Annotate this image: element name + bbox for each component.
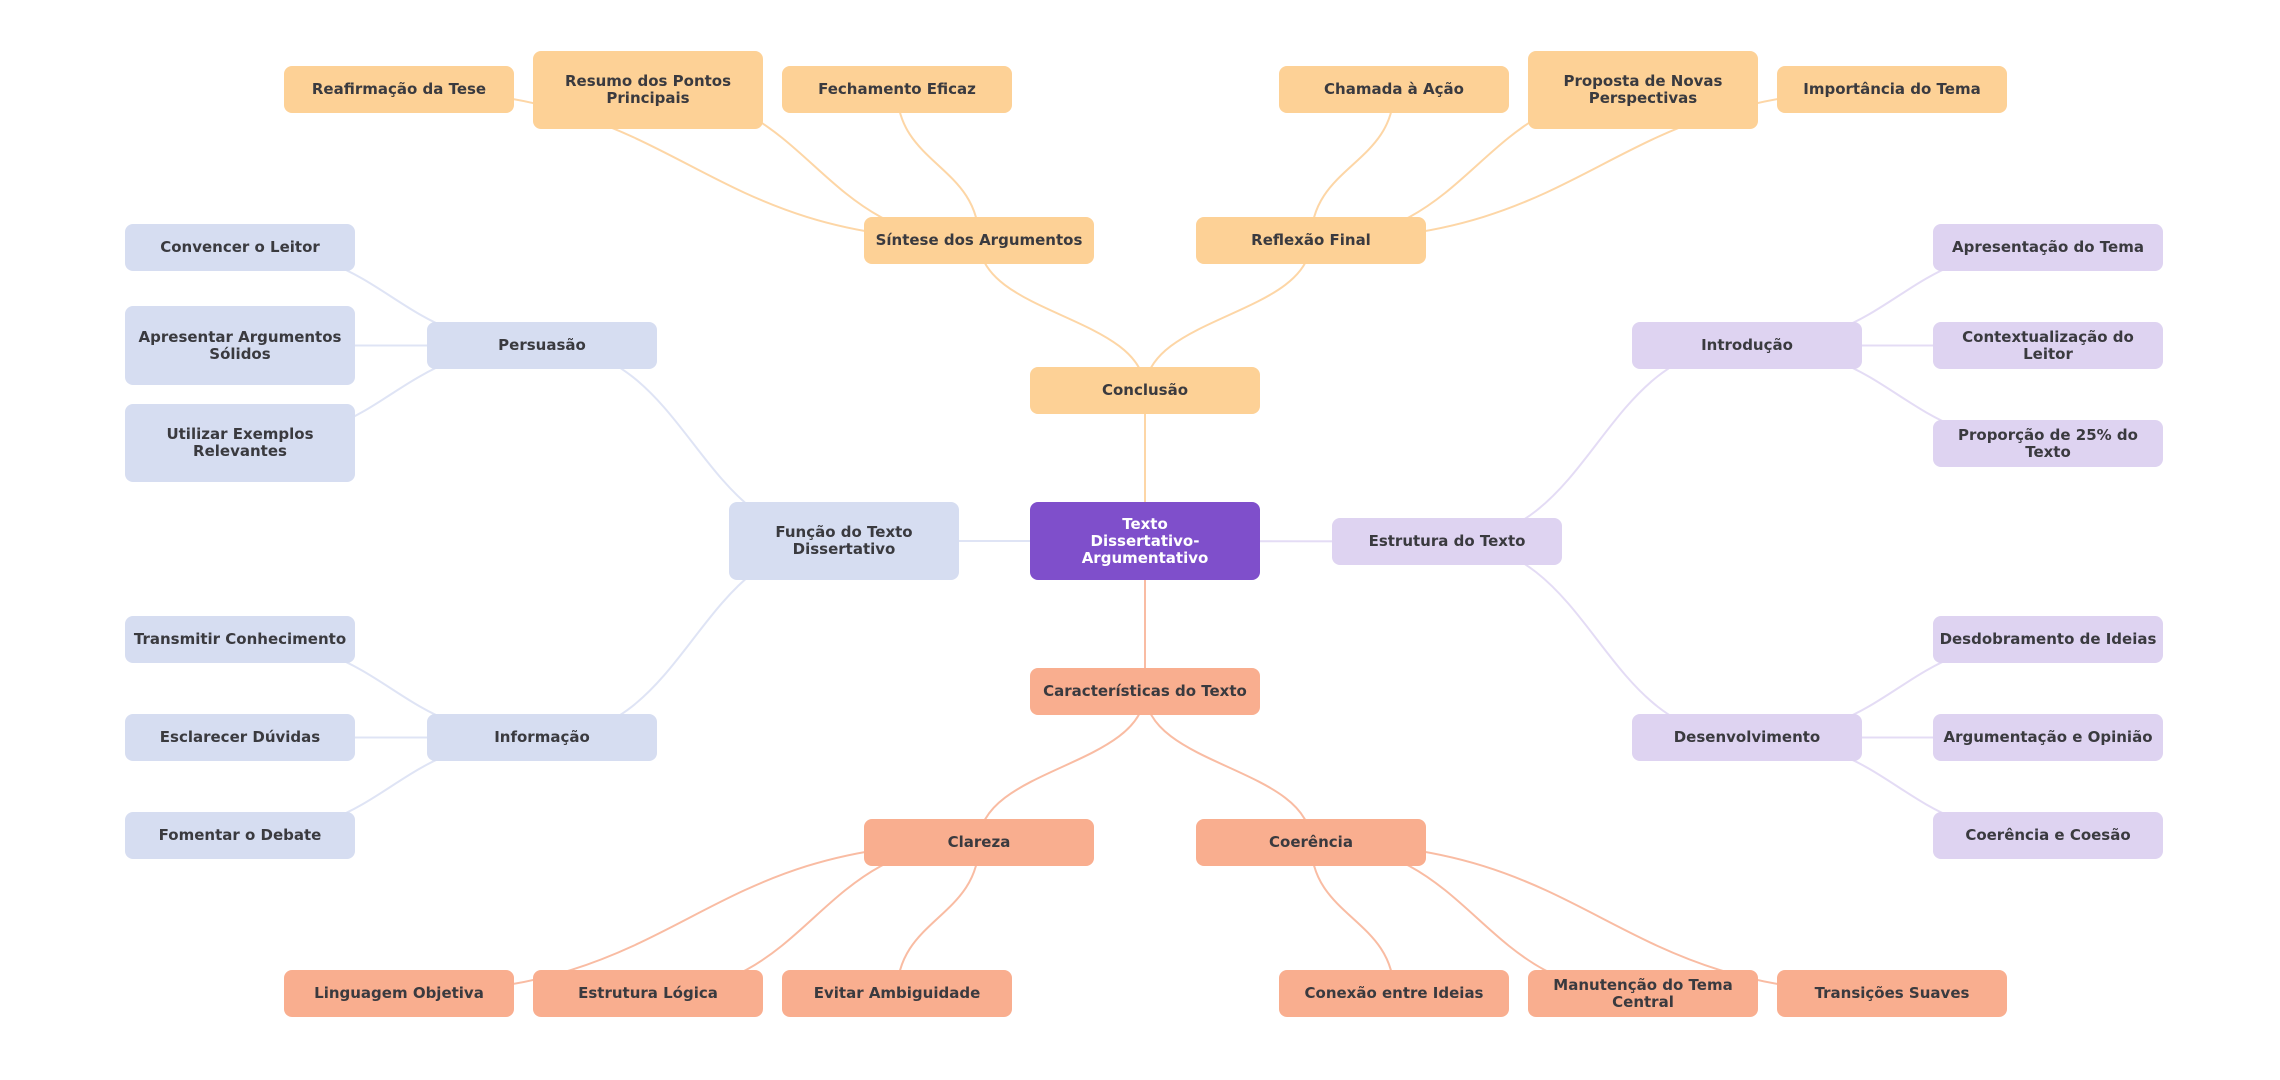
node-label: Estrutura do Texto [1368, 532, 1526, 550]
node-apresentar[interactable]: Apresentar Argumentos Sólidos [125, 306, 355, 385]
node-label: Texto Dissertativo-Argumentativo [1081, 514, 1209, 567]
node-manutencao[interactable]: Manutenção do Tema Central [1528, 970, 1758, 1017]
connector-reflexao-chamada [1310, 89, 1395, 241]
node-estrutura-logica[interactable]: Estrutura Lógica [533, 970, 763, 1017]
node-proporcao[interactable]: Proporção de 25% do Texto [1933, 420, 2163, 467]
node-desdobramento[interactable]: Desdobramento de Ideias [1933, 616, 2163, 663]
node-transmitir[interactable]: Transmitir Conhecimento [125, 616, 355, 663]
node-label: Evitar Ambiguidade [813, 984, 981, 1002]
node-desenvolvimento[interactable]: Desenvolvimento [1632, 714, 1862, 761]
node-label: Proposta de Novas Perspectivas [1563, 72, 1723, 107]
node-proposta[interactable]: Proposta de Novas Perspectivas [1528, 51, 1758, 129]
node-label: Reflexão Final [1251, 231, 1371, 249]
connector-caracteristicas-clareza [978, 691, 1146, 843]
node-apresentacao[interactable]: Apresentação do Tema [1933, 224, 2163, 271]
node-reflexao[interactable]: Reflexão Final [1196, 217, 1426, 264]
node-label: Manutenção do Tema Central [1553, 975, 1733, 1011]
node-coerencia-coesao[interactable]: Coerência e Coesão [1933, 812, 2163, 859]
node-fechamento[interactable]: Fechamento Eficaz [782, 66, 1012, 113]
node-label: Clareza [947, 833, 1011, 851]
node-caracteristicas[interactable]: Características do Texto [1030, 668, 1260, 715]
node-label: Transmitir Conhecimento [133, 630, 347, 648]
node-label: Conexão entre Ideias [1304, 984, 1484, 1002]
node-label: Fomentar o Debate [158, 826, 322, 844]
node-persuasao[interactable]: Persuasão [427, 322, 657, 369]
node-clareza[interactable]: Clareza [864, 819, 1094, 866]
connector-clareza-evitar [896, 842, 980, 994]
node-utilizar[interactable]: Utilizar Exemplos Relevantes [125, 404, 355, 482]
root-node[interactable]: Texto Dissertativo-Argumentativo [1030, 502, 1260, 580]
node-convencer[interactable]: Convencer o Leitor [125, 224, 355, 271]
node-funcao[interactable]: Função do Texto Dissertativo [729, 502, 959, 580]
node-coerencia[interactable]: Coerência [1196, 819, 1426, 866]
node-label: Introdução [1701, 336, 1793, 354]
connector-caracteristicas-coerencia [1144, 691, 1312, 843]
node-reafirmacao[interactable]: Reafirmação da Tese [284, 66, 514, 113]
node-esclarecer[interactable]: Esclarecer Dúvidas [125, 714, 355, 761]
node-transicoes[interactable]: Transições Suaves [1777, 970, 2007, 1017]
node-sintese[interactable]: Síntese dos Argumentos [864, 217, 1094, 264]
node-label: Linguagem Objetiva [314, 984, 484, 1002]
node-label: Coerência e Coesão [1965, 826, 2131, 844]
node-chamada[interactable]: Chamada à Ação [1279, 66, 1509, 113]
node-conclusao[interactable]: Conclusão [1030, 367, 1260, 414]
node-label: Transições Suaves [1814, 984, 1970, 1002]
node-label: Função do Texto Dissertativo [775, 523, 913, 558]
node-label: Síntese dos Argumentos [875, 231, 1083, 249]
node-label: Utilizar Exemplos Relevantes [166, 425, 314, 460]
node-conexao[interactable]: Conexão entre Ideias [1279, 970, 1509, 1017]
node-label: Reafirmação da Tese [311, 80, 487, 98]
connector-estrutura-introducao [1446, 344, 1748, 543]
node-label: Apresentação do Tema [1952, 238, 2144, 256]
node-label: Apresentar Argumentos Sólidos [138, 327, 342, 363]
node-label: Desdobramento de Ideias [1939, 630, 2157, 648]
node-label: Chamada à Ação [1324, 80, 1464, 98]
node-contextualizacao[interactable]: Contextualização do Leitor [1933, 322, 2163, 369]
node-label: Contextualização do Leitor [1962, 327, 2134, 363]
node-label: Persuasão [498, 336, 586, 354]
node-importancia[interactable]: Importância do Tema [1777, 66, 2007, 113]
node-label: Proporção de 25% do Texto [1958, 425, 2138, 461]
node-label: Estrutura Lógica [578, 984, 718, 1002]
node-label: Argumentação e Opinião [1943, 728, 2153, 746]
node-introducao[interactable]: Introdução [1632, 322, 1862, 369]
connector-conclusao-sintese [978, 240, 1146, 391]
node-label: Resumo dos Pontos Principais [564, 72, 732, 107]
node-fomentar[interactable]: Fomentar o Debate [125, 812, 355, 859]
node-label: Esclarecer Dúvidas [159, 728, 321, 746]
node-linguagem[interactable]: Linguagem Objetiva [284, 970, 514, 1017]
node-label: Convencer o Leitor [160, 238, 320, 256]
node-label: Importância do Tema [1803, 80, 1981, 98]
node-resumo[interactable]: Resumo dos Pontos Principais [533, 51, 763, 129]
node-label: Características do Texto [1043, 682, 1247, 700]
connector-coerencia-conexao [1310, 842, 1395, 994]
node-label: Conclusão [1101, 381, 1189, 399]
node-label: Coerência [1269, 833, 1353, 851]
node-estrutura[interactable]: Estrutura do Texto [1332, 518, 1562, 565]
node-informacao[interactable]: Informação [427, 714, 657, 761]
connector-estrutura-desenvolvimento [1446, 540, 1748, 739]
node-evitar[interactable]: Evitar Ambiguidade [782, 970, 1012, 1017]
node-argumentacao[interactable]: Argumentação e Opinião [1933, 714, 2163, 761]
node-label: Informação [494, 728, 590, 746]
connector-conclusao-reflexao [1144, 240, 1312, 391]
connector-sintese-fechamento [896, 89, 980, 241]
node-label: Desenvolvimento [1673, 728, 1821, 746]
node-label: Fechamento Eficaz [818, 80, 976, 98]
